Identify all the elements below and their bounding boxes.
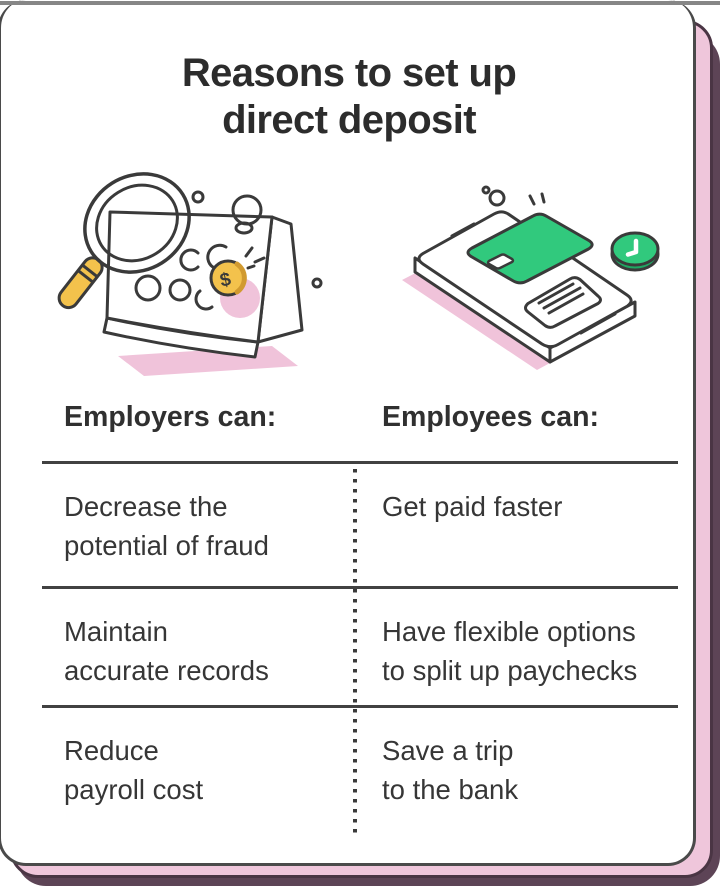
phone-card-clock-illustration: [402, 185, 660, 370]
screen-text-line: [547, 292, 585, 315]
screen-panel: [524, 276, 602, 329]
sparkle-icon: [540, 192, 546, 204]
top-border-line: [0, 1, 720, 5]
screen-text-line: [537, 282, 575, 305]
coin-rim: [234, 261, 247, 295]
accent-dot: [488, 189, 506, 207]
sparkle-icon: [246, 264, 256, 270]
table-row: Decrease the potential of fraud Get paid…: [42, 461, 678, 586]
employers-item-3: Reduce payroll cost: [64, 735, 204, 805]
employees-item-3: Save a trip to the bank: [382, 735, 519, 805]
screen-text-line: [542, 286, 582, 310]
clock-hands: [625, 238, 639, 257]
magnifier-handle: [57, 256, 104, 310]
sparkle-icon: [253, 256, 266, 264]
calendar-dot: [134, 274, 162, 302]
sparkle-icon: [528, 194, 536, 206]
magnifying-glass-calendar-illustration: $: [57, 172, 323, 376]
calendar-arc: [194, 289, 214, 311]
comparison-table: Employers can: Employees can: Decrease t…: [42, 393, 678, 845]
white-card: [0, 0, 696, 866]
coin-dollar-glyph: $: [218, 269, 233, 292]
employees-item-1: Get paid faster: [382, 491, 563, 522]
dotted-column-divider: [353, 469, 357, 839]
calendar-dot: [168, 278, 192, 302]
accent-dot: [311, 277, 323, 289]
accent-dot: [191, 190, 205, 204]
employers-item-2: Maintain accurate records: [64, 616, 269, 686]
binder-ring-icon: [231, 194, 263, 226]
table-row: Reduce payroll cost Save a trip to the b…: [42, 705, 678, 845]
employees-item-2: Have flexible options to split up payche…: [382, 616, 638, 686]
employers-item-1: Decrease the potential of fraud: [64, 491, 269, 561]
calendar-arc: [179, 248, 200, 272]
magnifier-lens-icon: [83, 172, 191, 274]
phone-speaker-line: [450, 222, 476, 238]
table-header-row: Employers can: Employees can:: [42, 393, 678, 461]
table-row: Maintain accurate records Have flexible …: [42, 586, 678, 705]
sparkle-icon: [244, 246, 254, 258]
page-title: Reasons to set up direct deposit: [181, 51, 517, 142]
employers-header: Employers can:: [64, 401, 277, 433]
card-chip: [486, 253, 515, 270]
accent-dot: [481, 185, 491, 195]
employees-header: Employees can:: [382, 401, 600, 433]
